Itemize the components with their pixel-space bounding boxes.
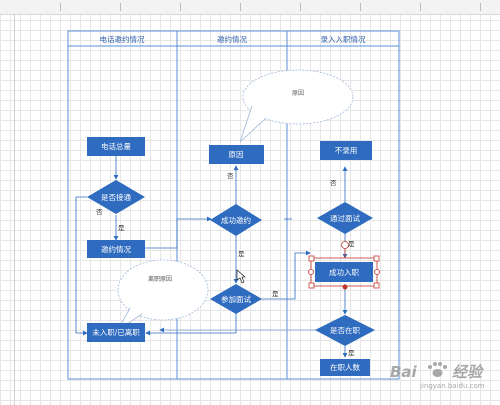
- edge-label-yes-attend: 是: [272, 290, 279, 298]
- svg-text:未入职/已离职: 未入职/已离职: [92, 327, 140, 337]
- edge-label-yes-employed: 是: [348, 349, 355, 357]
- watermark: Bai 经验 jingyan.baidu.com: [390, 362, 485, 390]
- callout-top[interactable]: 原因: [239, 69, 354, 143]
- node-attend-interview-decision[interactable]: 参加面试: [210, 284, 262, 314]
- callout-top-text: 原因: [292, 90, 304, 97]
- node-not-hired-right[interactable]: 不录用: [320, 141, 372, 160]
- ruler: [0, 0, 500, 15]
- edge-label-yes-pass: 是: [348, 240, 355, 248]
- svg-text:参加面试: 参加面试: [221, 294, 251, 304]
- svg-text:原因: 原因: [229, 150, 244, 159]
- callout-left-text: 离职原因: [148, 275, 172, 283]
- svg-text:是否接通: 是否接通: [101, 192, 131, 202]
- connectors: [75, 156, 348, 358]
- node-invite-success-decision[interactable]: 成功邀约: [210, 204, 262, 236]
- svg-text:邀约情况: 邀约情况: [101, 244, 131, 254]
- svg-text:Bai: Bai: [390, 363, 418, 381]
- lane-header-phone: 电话邀约情况: [100, 34, 145, 44]
- callout-left[interactable]: 离职原因: [117, 259, 209, 331]
- lane-header-invite: 邀约情况: [217, 34, 247, 44]
- edge-label-yes-invite: 是: [238, 250, 245, 258]
- node-invite-status[interactable]: 邀约情况: [87, 240, 145, 258]
- edge-label-no-pass: 否: [330, 179, 337, 187]
- node-not-hired-left[interactable]: 未入职/已离职: [87, 323, 145, 342]
- swimlane-pool[interactable]: [67, 30, 400, 380]
- svg-text:不录用: 不录用: [335, 146, 358, 155]
- edge-label-no-reason: 否: [227, 172, 234, 180]
- node-hired[interactable]: 成功入职: [315, 262, 373, 282]
- node-phone-total[interactable]: 电话总量: [87, 137, 145, 156]
- svg-text:jingyan.baidu.com: jingyan.baidu.com: [419, 382, 485, 390]
- node-pass-interview-decision[interactable]: 通过面试: [317, 202, 373, 234]
- svg-text:通过面试: 通过面试: [330, 213, 360, 223]
- selection-handles[interactable]: [308, 241, 380, 290]
- svg-text:是否在职: 是否在职: [330, 325, 360, 335]
- svg-text:电话总量: 电话总量: [101, 141, 131, 151]
- node-employee-count[interactable]: 在职人数: [320, 359, 370, 376]
- svg-text:成功邀约: 成功邀约: [221, 215, 251, 225]
- paw-icon: [428, 362, 447, 377]
- node-reason[interactable]: 原因: [209, 145, 264, 164]
- edge-label-no-connect: 否: [96, 208, 103, 216]
- lane-header-hire: 录入入职情况: [321, 34, 366, 44]
- svg-text:经验: 经验: [452, 363, 485, 381]
- node-connected-decision[interactable]: 是否接通: [87, 180, 145, 214]
- svg-text:在职人数: 在职人数: [330, 362, 360, 372]
- mouse-cursor: [236, 269, 246, 284]
- node-employed-decision[interactable]: 是否在职: [315, 315, 375, 346]
- page-edge: [14, 14, 15, 405]
- svg-text:成功入职: 成功入职: [329, 267, 359, 277]
- edge-label-yes-connect: 是: [118, 224, 125, 232]
